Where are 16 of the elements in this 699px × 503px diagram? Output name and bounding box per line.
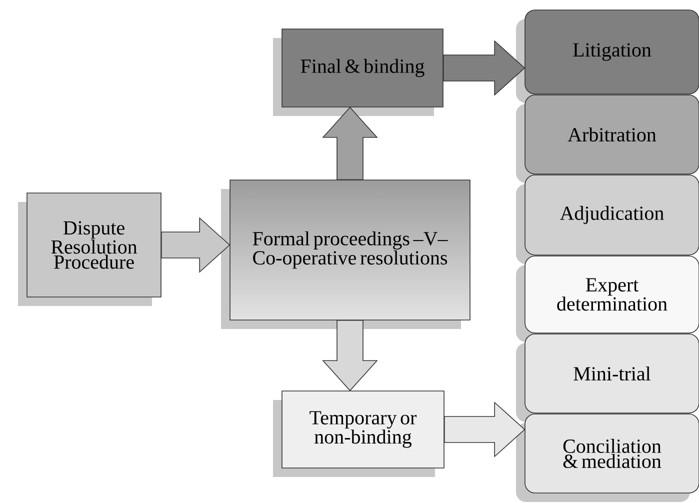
process-box: Final & binding	[273, 28, 444, 116]
block-arrow	[322, 106, 378, 180]
block-arrow	[443, 40, 526, 96]
block-arrow	[161, 217, 230, 273]
rounded-box: Arbitration	[516, 94, 699, 183]
rounded-box: Mini-trial	[516, 334, 699, 422]
process-box: Dispute Resolution Procedure	[18, 192, 162, 306]
rounded-box: Expert determination	[516, 256, 699, 342]
rounded-box: Litigation	[516, 10, 699, 103]
node-label: Mini-trial	[574, 366, 650, 381]
block-arrow	[322, 320, 378, 392]
process-box: Formal proceedings –V– Co-operative resolutions	[221, 180, 470, 329]
rounded-box: Conciliation & mediation	[516, 414, 699, 502]
rounded-box: Adjudication	[516, 174, 699, 264]
block-arrow	[444, 402, 526, 458]
process-box: Temporary or non-binding	[273, 390, 444, 477]
